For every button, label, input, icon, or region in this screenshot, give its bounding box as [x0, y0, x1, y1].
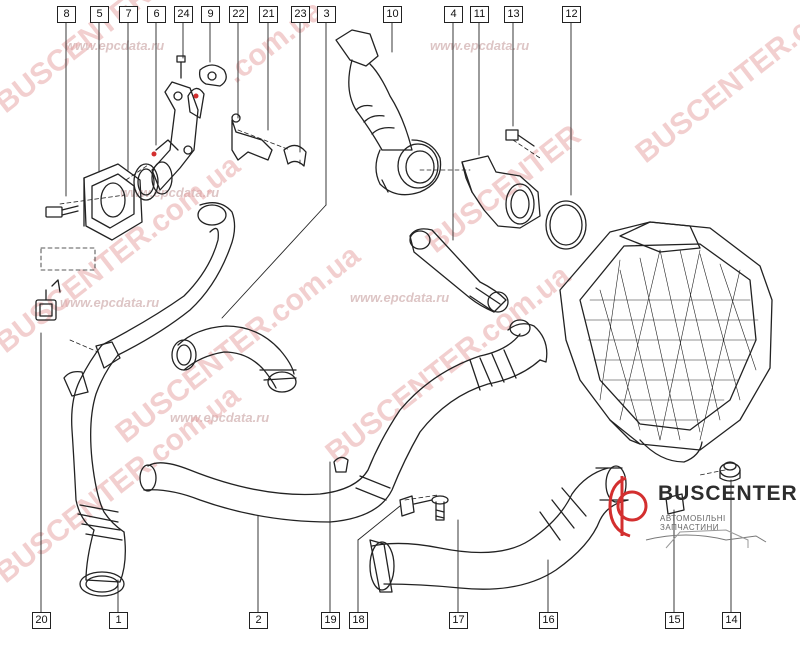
- callout-3: 3: [317, 6, 336, 23]
- callout-16: 16: [539, 612, 558, 629]
- callout-19: 19: [321, 612, 340, 629]
- callout-20: 20: [32, 612, 51, 629]
- screw-24: [176, 55, 186, 79]
- callout-21: 21: [259, 6, 278, 23]
- watermark-epcdata: www.epcdata.ru: [120, 185, 220, 200]
- watermark-epcdata: www.epcdata.ru: [60, 295, 160, 310]
- watermark-epcdata: www.epcdata.ru: [350, 290, 450, 305]
- hose-3: [171, 325, 297, 393]
- logo-title: BUSCENTER: [658, 482, 798, 505]
- callout-4: 4: [444, 6, 463, 23]
- callout-10: 10: [383, 6, 402, 23]
- hose-1: [63, 202, 236, 597]
- bracket-22: [231, 113, 273, 161]
- callout-22: 22: [229, 6, 248, 23]
- callout-6: 6: [147, 6, 166, 23]
- callout-2: 2: [249, 612, 268, 629]
- grommet-14: [719, 461, 741, 482]
- connector-20: [35, 279, 61, 321]
- callout-14: 14: [722, 612, 741, 629]
- callout-17: 17: [449, 612, 468, 629]
- callout-7: 7: [119, 6, 138, 23]
- air-filter-box: [559, 221, 773, 463]
- gasket-7: [133, 163, 159, 201]
- callout-1: 1: [109, 612, 128, 629]
- hose-16: [369, 465, 629, 593]
- clamp-markers: [151, 93, 199, 157]
- watermark-epcdata: www.epcdata.ru: [65, 38, 165, 53]
- hose-4: [409, 228, 509, 313]
- hose-10: [335, 29, 442, 196]
- logo-emblem-icon: [608, 476, 767, 549]
- hose-2: [139, 319, 548, 523]
- clip-23: [283, 144, 307, 167]
- callout-5: 5: [90, 6, 109, 23]
- maf-sensor-11: [461, 155, 541, 229]
- throttle-body-5: [83, 163, 143, 241]
- buscenter-logo: BUSCENTER АВТОМОБІЛЬНІ ЗАПЧАСТИНИ: [606, 470, 797, 550]
- watermark-epcdata: www.epcdata.ru: [170, 410, 270, 425]
- callout-12: 12: [562, 6, 581, 23]
- callout-15: 15: [665, 612, 684, 629]
- leader-lines: [40, 21, 732, 613]
- adapter-6: [151, 81, 199, 195]
- o-ring-12: [545, 200, 587, 250]
- callout-24: 24: [174, 6, 193, 23]
- callout-11: 11: [470, 6, 489, 23]
- watermark-epcdata: www.epcdata.ru: [430, 38, 530, 53]
- callout-9: 9: [201, 6, 220, 23]
- bolt-17: [431, 495, 449, 521]
- sensor-18: [399, 495, 433, 517]
- callout-8: 8: [57, 6, 76, 23]
- bolt-13: [505, 129, 535, 147]
- callout-23: 23: [291, 6, 310, 23]
- callout-18: 18: [349, 612, 368, 629]
- part-15: [665, 493, 685, 515]
- clip-19: [333, 456, 349, 473]
- fitting-9: [187, 64, 227, 119]
- callout-13: 13: [504, 6, 523, 23]
- bolt-8: [45, 205, 79, 218]
- logo-subtitle: АВТОМОБІЛЬНІ ЗАПЧАСТИНИ: [660, 514, 726, 532]
